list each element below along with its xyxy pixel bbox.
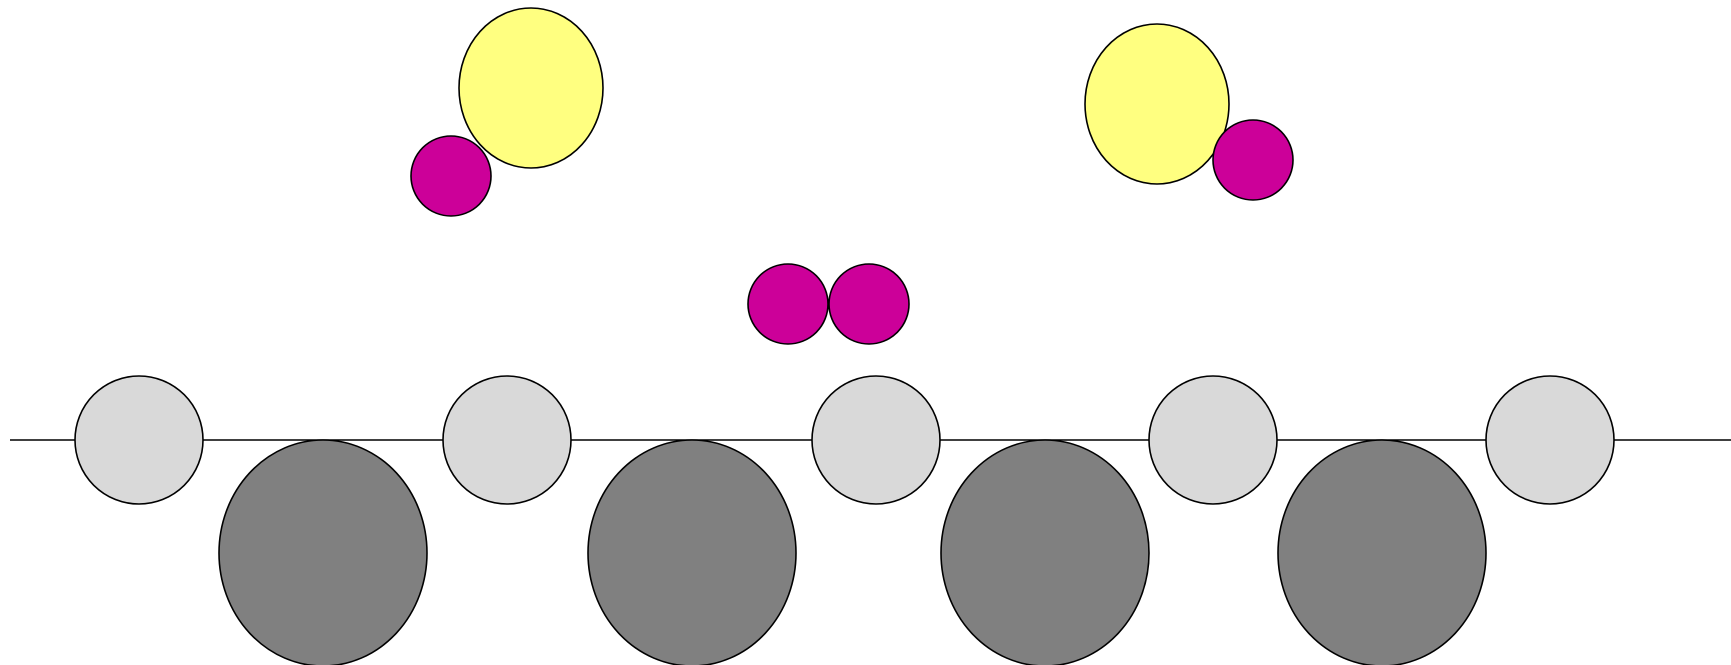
surface-small-atom xyxy=(1149,376,1277,504)
magenta-atom xyxy=(411,136,491,216)
surface-small-atom xyxy=(75,376,203,504)
surface-large-atom xyxy=(941,440,1149,665)
surface-large-atom xyxy=(1278,440,1486,665)
yellow-atom xyxy=(459,8,603,168)
surface-large-atom xyxy=(588,440,796,665)
surface-small-atom xyxy=(443,376,571,504)
surface-small-atom xyxy=(1486,376,1614,504)
surface-small-atom xyxy=(812,376,940,504)
surface-large-atom xyxy=(219,440,427,665)
magenta-atom xyxy=(829,264,909,344)
magenta-atom xyxy=(1213,120,1293,200)
magenta-atom xyxy=(748,264,828,344)
yellow-atom xyxy=(1085,24,1229,184)
